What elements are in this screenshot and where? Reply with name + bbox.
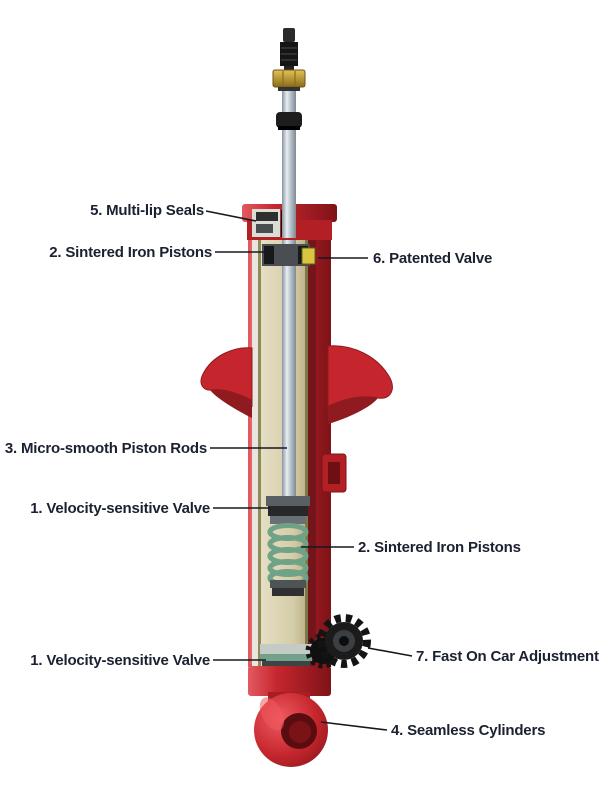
bottom-eyelet — [254, 693, 328, 767]
label-patented-valve: 6. Patented Valve — [373, 250, 493, 267]
label-micro-smooth-piston-rods: 3. Micro-smooth Piston Rods — [4, 440, 207, 457]
valve-spring — [267, 523, 309, 596]
spring-perch-left — [200, 347, 253, 418]
adjuster-knob — [305, 614, 371, 669]
label-sintered-iron-pistons-top: 2. Sintered Iron Pistons — [49, 244, 212, 261]
leader-line-fast-adjustment — [367, 647, 413, 657]
label-seamless-cylinders: 4. Seamless Cylinders — [391, 722, 546, 739]
cutaway-interior — [252, 238, 316, 668]
label-velocity-sensitive-valve-upper: 1. Velocity-sensitive Valve — [30, 500, 210, 517]
spring-perch-right — [327, 345, 393, 424]
mid-piston-assembly — [266, 496, 310, 524]
top-cap — [242, 204, 337, 240]
patented-valve — [301, 247, 316, 265]
foot-valve — [260, 644, 312, 666]
leader-line-multi-lip-seals — [205, 210, 257, 222]
bump-stop-collar — [276, 112, 302, 130]
label-multi-lip-seals: 5. Multi-lip Seals — [90, 202, 204, 219]
hex-nut — [272, 69, 306, 91]
leader-lines — [205, 210, 413, 731]
label-sintered-iron-pistons-mid: 2. Sintered Iron Pistons — [358, 539, 521, 556]
threaded-stem — [280, 28, 298, 72]
leader-line-seamless-cylinders — [320, 721, 388, 731]
label-fast-on-car-adjustment: 7. Fast On Car Adjustment — [416, 648, 599, 665]
side-bracket — [321, 453, 347, 493]
label-velocity-sensitive-valve-lower: 1. Velocity-sensitive Valve — [30, 652, 210, 669]
